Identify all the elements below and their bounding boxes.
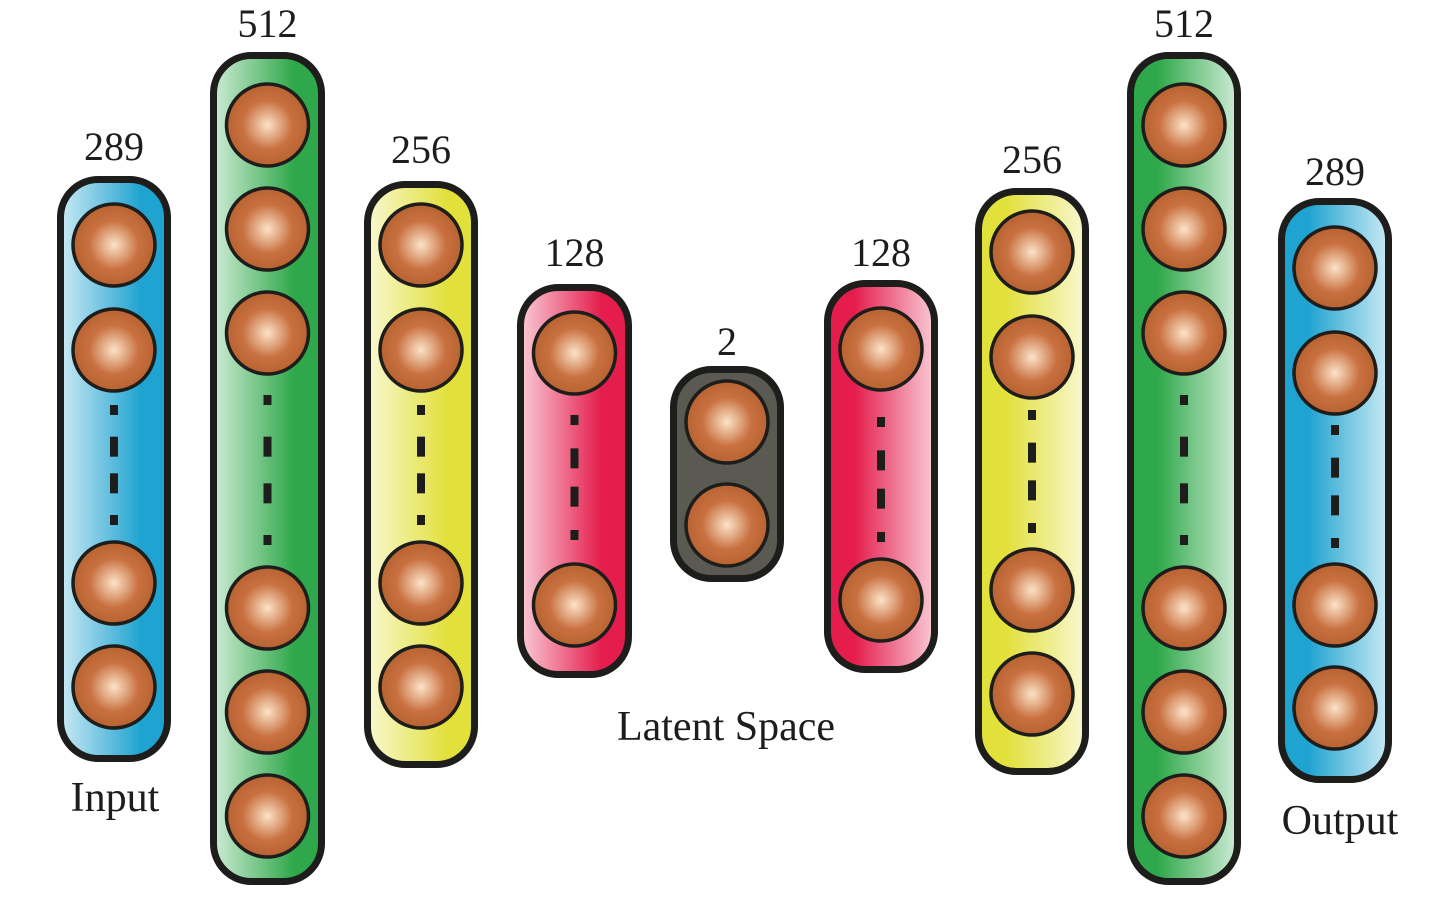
- layer-decoder-1: 128: [824, 230, 938, 673]
- ellipsis-dot: [570, 415, 579, 425]
- neuron-node: [71, 644, 157, 730]
- ellipsis-dot: [263, 483, 272, 504]
- caption-input: Input: [71, 775, 160, 821]
- layer-size-label: 128: [545, 230, 605, 275]
- ellipsis-dot: [1028, 410, 1036, 420]
- ellipsis-dot: [570, 486, 579, 507]
- neuron-node: [1292, 330, 1378, 416]
- ellipsis-dot: [417, 515, 425, 525]
- neuron-node: [1141, 773, 1227, 859]
- ellipsis-dot: [110, 515, 118, 525]
- ellipsis-dot: [417, 436, 425, 457]
- neuron-node: [224, 669, 311, 755]
- ellipsis-dot: [570, 530, 579, 540]
- ellipsis-dot: [1331, 457, 1339, 478]
- ellipsis-dot: [110, 436, 118, 457]
- layer-size-label: 289: [84, 124, 144, 169]
- layer-size-label: 128: [851, 230, 911, 275]
- neuron-node: [224, 773, 311, 859]
- neuron-node: [224, 82, 311, 168]
- layer-size-label: 2: [717, 319, 737, 364]
- ellipsis-dot: [263, 535, 272, 545]
- layer-encoder-3: 128: [517, 230, 632, 678]
- neuron-node: [1141, 186, 1227, 272]
- layer-box: [210, 52, 325, 885]
- neuron-node: [1141, 290, 1227, 376]
- layer-encoder-1: 512: [210, 1, 325, 885]
- neuron-node: [378, 644, 464, 730]
- neuron-node: [989, 547, 1075, 633]
- neuron-node: [1141, 669, 1227, 755]
- neuron-node: [838, 557, 924, 643]
- neuron-node: [224, 186, 311, 272]
- neuron-node: [71, 202, 157, 288]
- ellipsis-dot: [877, 450, 885, 471]
- caption-output: Output: [1282, 798, 1399, 844]
- neuron-node: [989, 209, 1075, 295]
- neuron-node: [378, 307, 464, 393]
- ellipsis-dot: [1180, 535, 1188, 545]
- ellipsis-dot: [1028, 442, 1036, 463]
- ellipsis-dot: [877, 417, 885, 427]
- neuron-node: [989, 314, 1075, 400]
- neuron-node: [71, 307, 157, 393]
- neuron-node: [989, 651, 1075, 737]
- neuron-node: [378, 540, 464, 626]
- ellipsis-dot: [570, 448, 579, 469]
- neuron-node: [378, 202, 464, 288]
- layer-input: 289: [57, 124, 171, 762]
- ellipsis-dot: [1331, 538, 1339, 548]
- ellipsis-dot: [877, 532, 885, 542]
- layer-size-label: 256: [1002, 137, 1062, 182]
- ellipsis-dot: [1180, 395, 1188, 405]
- neuron-node: [1292, 562, 1378, 648]
- caption-latent-space: Latent Space: [617, 704, 835, 750]
- ellipsis-dot: [263, 395, 272, 405]
- neuron-node: [224, 290, 311, 376]
- neuron-node: [1292, 665, 1378, 751]
- layer-size-label: 512: [238, 1, 298, 46]
- layer-latent: 2: [670, 319, 784, 582]
- ellipsis-dot: [417, 405, 425, 415]
- neuron-node: [684, 379, 770, 465]
- neuron-node: [838, 306, 924, 392]
- layer-decoder-2: 256: [975, 137, 1089, 775]
- layer-size-label: 512: [1154, 1, 1214, 46]
- neuron-node: [1141, 565, 1227, 651]
- ellipsis-dot: [1180, 483, 1188, 504]
- ellipsis-dot: [1331, 425, 1339, 435]
- ellipsis-dot: [263, 436, 272, 457]
- neuron-node: [531, 310, 618, 396]
- layer-size-label: 256: [391, 127, 451, 172]
- layer-decoder-3: 512: [1127, 1, 1241, 885]
- neuron-node: [531, 562, 618, 648]
- layer-encoder-2: 256: [364, 127, 478, 768]
- ellipsis-dot: [110, 405, 118, 415]
- layer-box: [1127, 52, 1241, 885]
- layer-output: 289: [1278, 149, 1392, 783]
- ellipsis-dot: [1028, 480, 1036, 501]
- ellipsis-dot: [1028, 523, 1036, 533]
- neuron-node: [71, 540, 157, 626]
- neuron-node: [224, 565, 311, 651]
- layer-size-label: 289: [1305, 149, 1365, 194]
- ellipsis-dot: [1180, 436, 1188, 457]
- neuron-node: [684, 482, 770, 568]
- ellipsis-dot: [877, 488, 885, 509]
- ellipsis-dot: [417, 473, 425, 494]
- neuron-node: [1141, 82, 1227, 168]
- ellipsis-dot: [1331, 495, 1339, 516]
- ellipsis-dot: [110, 473, 118, 494]
- neuron-node: [1292, 225, 1378, 311]
